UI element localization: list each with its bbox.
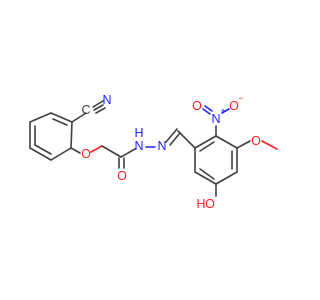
triple-bond [93,104,104,111]
imine-nitrogen-label: N [157,139,166,153]
bond [177,130,196,149]
nitro-nitrogen-label: N [211,112,220,126]
bond-inner [34,144,52,155]
nitro-oxygen-left-label: O [192,99,202,113]
cyano-carbon-label: C [81,103,90,117]
bond [194,135,217,149]
methoxy-oxygen-label: O [251,134,261,148]
bond-inner [199,141,215,152]
benzene-ring-left [29,112,73,161]
bond [221,108,230,114]
bond [50,147,72,161]
bond [50,112,73,123]
double-bond [165,128,178,143]
carbonyl-group [118,148,136,169]
nitro-positive-charge: + [220,106,225,116]
nitro-oxygen-right-label: O [229,99,239,113]
bond [71,112,87,123]
double-bond [169,132,181,146]
carbonyl-oxygen-label: O [117,169,127,183]
cyano-group [71,100,106,123]
bond [29,112,52,123]
bond-inner [52,118,68,126]
nitro-negative-charge: − [238,93,243,103]
bond [70,121,73,149]
nitro-group [202,105,230,137]
molecule-canvas: C N O O N H N N [29,93,278,211]
amide-nitrogen-label: N [134,139,143,153]
triple-bond [95,107,106,114]
amide-hydrogen-label: H [134,126,143,140]
bond [70,147,81,154]
ether-linker [70,145,122,158]
hydroxy-oxygen-label: O [205,197,215,211]
bond [120,148,136,158]
bond [194,171,217,185]
triple-bond [92,100,104,108]
double-bond [202,108,211,115]
cyano-nitrogen-label: N [102,93,111,107]
molecule-structure: C N O O N H N N [29,93,278,211]
bond [29,147,52,161]
bond [261,140,278,150]
bond [101,145,122,158]
methoxy-group [236,140,278,150]
bond [90,145,103,153]
ether-oxygen-label: O [81,147,91,161]
imine-bond [165,128,196,149]
bond-inner [199,168,215,180]
double-bond [204,105,213,112]
bond [215,135,238,149]
hydroxy-hydrogen-label: H [196,197,205,211]
bond [236,140,251,149]
benzene-ring-right [194,135,238,185]
bond [215,171,238,185]
